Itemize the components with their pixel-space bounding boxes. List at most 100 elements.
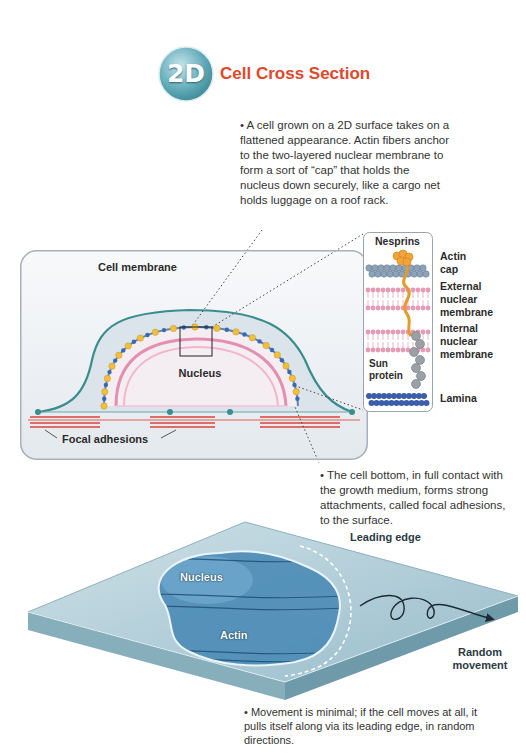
actin-bead: [387, 271, 393, 277]
lipid-tail: [388, 334, 389, 340]
actin-fiber: [135, 558, 345, 561]
lipid-head: [426, 330, 431, 335]
substrate-line: [28, 420, 360, 421]
lipid-head: [386, 348, 391, 353]
actin-bead: [270, 348, 274, 352]
cell-outline: [159, 551, 340, 665]
actin-bead: [225, 328, 229, 332]
lipid-head: [366, 330, 371, 335]
actin-bead: [109, 363, 115, 369]
lipid-head: [411, 288, 416, 293]
lipid-tail: [378, 292, 379, 298]
cell-membrane-line: [38, 310, 352, 412]
lipid-head: [411, 306, 416, 311]
lipid-head: [366, 288, 371, 293]
nesprin-strand: [404, 263, 411, 336]
lipid-tail: [428, 342, 429, 348]
actin-bead: [390, 265, 396, 271]
lipid-tail: [383, 342, 384, 348]
lipid-tail: [418, 300, 419, 306]
lipid-tail: [378, 334, 379, 340]
actin-bead: [101, 403, 107, 409]
part-label: Lamina: [440, 392, 477, 405]
lipid-tail: [393, 334, 394, 340]
part-label: Sun protein: [369, 358, 409, 382]
lipid-tail: [413, 292, 414, 298]
sun-protein: [412, 364, 421, 373]
lipid-tail: [373, 292, 374, 298]
lipid-tail: [383, 300, 384, 306]
lipid-head: [391, 306, 396, 311]
part-label: Actin cap: [440, 250, 480, 276]
focal-adhesion-stripes: [30, 417, 340, 427]
lipid-tail: [403, 292, 404, 298]
lipid-tail: [373, 300, 374, 306]
lipid-head: [401, 330, 406, 335]
cell-panel: Cell membraneNucleus: [20, 250, 368, 460]
actin-bead: [295, 397, 299, 401]
part-label: Leading edge: [350, 530, 421, 544]
part-label: Nesprins: [375, 235, 420, 248]
lipid-tail: [403, 342, 404, 348]
lipid-head: [371, 288, 376, 293]
lipid-tail: [428, 334, 429, 340]
actin-bead: [249, 335, 255, 341]
lipid-head: [416, 306, 421, 311]
lipid-tail: [423, 292, 424, 298]
actin-bead: [257, 339, 261, 343]
actin-bead: [242, 332, 246, 336]
lipid-tail: [398, 292, 399, 298]
part-label: Actin: [220, 628, 248, 642]
external-membrane: [116, 339, 286, 406]
actin-bead: [113, 358, 117, 362]
inset-frame: [364, 233, 433, 412]
lipid-head: [391, 330, 396, 335]
lipid-head: [376, 306, 381, 311]
lipid-tail: [418, 292, 419, 298]
lipid-tail: [398, 334, 399, 340]
lipid-tail: [368, 292, 369, 298]
actin-bead: [104, 375, 110, 381]
part-label: Focal adhesions: [62, 432, 148, 446]
membrane-dot: [349, 409, 355, 415]
zoom-frame: [180, 327, 212, 356]
lipid-head: [391, 288, 396, 293]
lipid-tail: [403, 334, 404, 340]
actin-bead: [233, 329, 239, 335]
lipid-head: [381, 288, 386, 293]
lipid-head: [366, 348, 371, 353]
lipid-head: [421, 306, 426, 311]
lipid-tail: [393, 300, 394, 306]
lipid-head: [381, 306, 386, 311]
actin-bead: [287, 370, 291, 374]
actin-bead: [152, 329, 158, 335]
actin-bead: [137, 335, 143, 341]
lipid-head: [396, 348, 401, 353]
zoom-inset-shape: [363, 232, 433, 412]
actin-bead: [274, 352, 280, 358]
actin-bead: [423, 271, 429, 277]
actin-bead: [132, 340, 136, 344]
part-label: Random movement: [440, 646, 520, 672]
lipid-head: [396, 288, 401, 293]
lipid-head: [386, 330, 391, 335]
lipid-head: [371, 348, 376, 353]
actin-bead: [214, 325, 220, 331]
lipid-tail: [373, 342, 374, 348]
lipid-head: [381, 330, 386, 335]
actin-bead: [396, 265, 402, 271]
actin-fiber: [135, 650, 345, 653]
note-text: • Movement is minimal; if the cell moves…: [244, 705, 494, 747]
actin-bead: [393, 271, 399, 277]
actin-bead: [293, 389, 299, 395]
nucleus-dome: Nucleus: [100, 322, 300, 408]
cell-3d: NucleusActin: [135, 540, 345, 670]
lipid-tail: [413, 342, 414, 348]
lipid-tail: [423, 300, 424, 306]
lipid-head: [421, 288, 426, 293]
panel-border: [21, 251, 368, 460]
lipid-tail: [428, 300, 429, 306]
membrane-dot: [167, 409, 173, 415]
lipid-tail: [403, 300, 404, 306]
lipid-tail: [388, 292, 389, 298]
